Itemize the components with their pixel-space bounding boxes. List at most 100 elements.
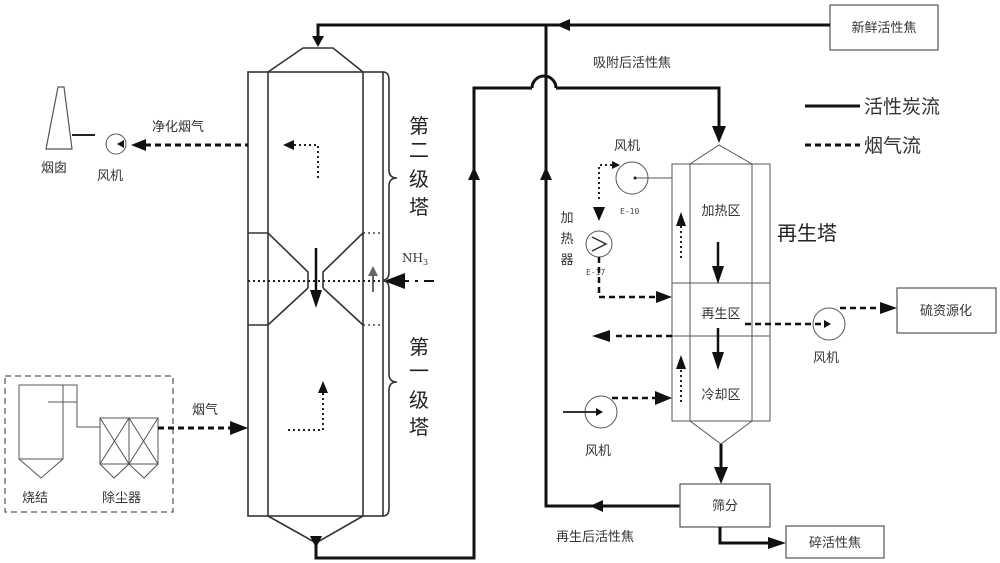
lower-stage-label: 第 一 级 塔 — [409, 335, 429, 439]
svg-text:一: 一 — [409, 359, 429, 383]
heater-to-regen-gas-path — [597, 257, 656, 299]
regenerated-carbon-return: 再生后活性焦 — [540, 25, 680, 545]
sintering-unit: 烧结 除尘器 烟气 — [4, 375, 248, 513]
carbon-down-arrow — [310, 290, 322, 308]
svg-text:塔: 塔 — [409, 195, 429, 219]
broken-carbon-label: 碎活性焦 — [809, 536, 861, 551]
heater-icon — [585, 230, 613, 258]
screening-to-broken-line — [718, 527, 768, 545]
ammonia-arrow — [384, 273, 405, 289]
after-regeneration-label: 再生后活性焦 — [556, 530, 634, 545]
chimney-shape — [45, 86, 73, 150]
cooling-fan-to-regen-arrow — [655, 391, 672, 405]
regen-outer-shell — [671, 163, 771, 422]
flue-gas-arrow — [230, 421, 248, 435]
svg-text:热: 热 — [560, 232, 573, 247]
tower-top-hopper — [267, 47, 364, 73]
sulfur-fan-label: 风机 — [813, 351, 839, 366]
legend-solid-label: 活性炭流 — [864, 96, 940, 118]
heater-coil-glyph — [591, 236, 608, 252]
flue-gas-label: 烟气 — [192, 402, 218, 418]
sulfur-fan-icon — [812, 307, 846, 341]
cooling-gas-up-arrow — [676, 355, 686, 369]
regen-carbon-down-2 — [712, 352, 724, 370]
ammonia-label: NH3 — [402, 251, 428, 267]
chimney-section: 烟囱 风机 净化烟气 — [41, 86, 248, 184]
upper-stage-brace — [382, 71, 398, 281]
regen-top-hopper — [689, 144, 753, 165]
screening-section: 筛分 碎活性焦 — [679, 483, 885, 559]
screening-box — [679, 483, 771, 528]
zone-cooling-label: 冷却区 — [701, 388, 740, 403]
regeneration-tower: 加热区 再生区 冷却区 再生塔 — [671, 144, 837, 484]
after-adsorption-label: 吸附后活性焦 — [593, 56, 671, 71]
heater-fan-label: 风机 — [614, 139, 640, 154]
sintering-label: 烧结 — [22, 491, 48, 506]
regenerated-up-arrow — [540, 167, 552, 180]
zone-regeneration-label: 再生区 — [701, 307, 740, 322]
outlet-fan-icon — [105, 133, 127, 155]
svg-text:塔: 塔 — [409, 415, 429, 439]
svg-text:第: 第 — [409, 114, 429, 138]
dust-collector-label: 除尘器 — [102, 491, 141, 506]
constriction-upper-r — [322, 232, 364, 288]
legend: 活性炭流 烟气流 — [805, 96, 940, 157]
svg-text:级: 级 — [409, 167, 429, 191]
tower-inlet-arrow-down — [312, 36, 324, 47]
constriction-lower — [248, 287, 309, 326]
sulfur-recovery-circuit: 风机 硫资源化 — [592, 287, 997, 366]
lower-gas-flow-arrow — [318, 381, 328, 393]
screening-label: 筛分 — [712, 499, 738, 514]
sulfur-recovery-label: 硫资源化 — [920, 304, 972, 319]
svg-text:二: 二 — [409, 138, 429, 162]
sintering-dashed-frame — [4, 375, 174, 513]
regen-carbon-down-1 — [712, 266, 724, 284]
cooling-fan-circuit: 风机 — [563, 391, 672, 459]
fresh-carbon-label: 新鲜活性焦 — [851, 20, 916, 36]
heating-circuit: 风机 E-10 加 热 器 E-17 — [560, 139, 672, 303]
chimney-label: 烟囱 — [41, 161, 67, 176]
broken-carbon-box — [785, 525, 885, 559]
outlet-fan-inner-arrow — [117, 140, 124, 148]
regen-outlet-arrow — [714, 467, 728, 484]
fresh-carbon-arrow-left — [556, 19, 570, 31]
regen-bottom-hopper — [689, 420, 753, 445]
sintering-machine — [18, 384, 64, 479]
lower-gas-flow-path — [288, 393, 324, 431]
cooling-fan-label: 风机 — [585, 444, 611, 459]
heater-tag: E-17 — [586, 268, 605, 277]
zone-heating-label: 加热区 — [701, 204, 740, 219]
adsorption-tower: NH3 第 二 级 塔 第 一 级 塔 吸附后活性焦 — [247, 47, 726, 560]
regenerated-return-line — [544, 25, 680, 508]
svg-text:加: 加 — [560, 211, 573, 226]
upper-gas-flow-path — [293, 144, 319, 178]
lower-stage-brace — [382, 280, 398, 517]
svg-text:第: 第 — [409, 335, 429, 359]
tower-outer-shell — [247, 71, 384, 517]
cooling-fan-inner-arrow — [596, 408, 603, 416]
svg-text:器: 器 — [560, 253, 573, 268]
return-up-arrow — [468, 167, 480, 180]
fresh-carbon-feed: 新鲜活性焦 — [312, 4, 939, 51]
tower-outlet-line — [314, 86, 532, 560]
sulfur-recovery-box — [896, 287, 997, 334]
regeneration-tower-title: 再生塔 — [777, 221, 837, 245]
cooling-offgas-arrow — [592, 330, 610, 342]
clean-gas-arrow — [131, 139, 146, 151]
regen-inlet-arrow — [712, 126, 726, 143]
upper-stage-label: 第 二 级 塔 — [409, 114, 429, 219]
fresh-carbon-line — [316, 23, 830, 40]
sulfur-fan-inner-arrow — [824, 320, 831, 328]
heater-fan-hub — [633, 176, 637, 180]
screening-to-broken-arrow — [768, 537, 786, 549]
heating-gas-up-arrow — [676, 212, 686, 226]
regenerated-left-arrow — [590, 500, 603, 512]
heater-inlet-arrow — [593, 207, 605, 221]
legend-dashed-label: 烟气流 — [864, 135, 921, 157]
upper-gas-flow-arrow — [283, 140, 294, 150]
clean-gas-label: 净化烟气 — [152, 119, 204, 135]
heater-fan-gas-arrowhead — [612, 161, 620, 169]
constriction-upper — [248, 232, 309, 288]
sintering-duct — [63, 384, 100, 428]
